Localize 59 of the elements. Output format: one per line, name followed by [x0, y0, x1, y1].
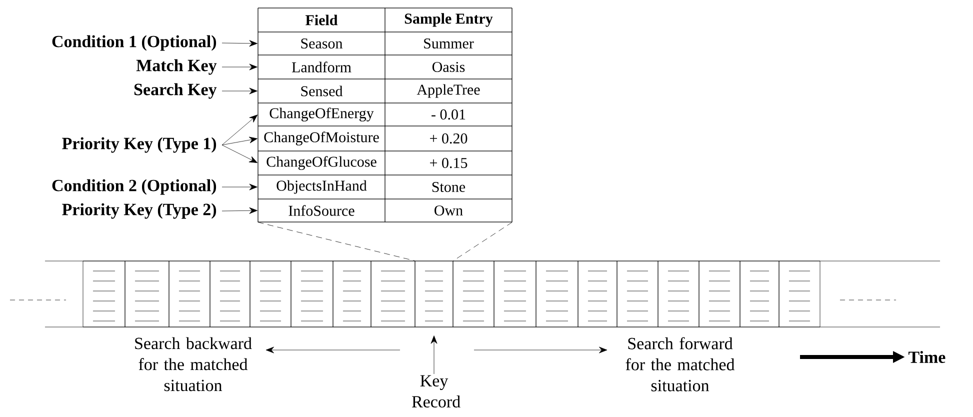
- key-label: Condition 2 (Optional): [52, 179, 216, 195]
- arrow: [222, 184, 258, 190]
- record-box: [536, 260, 578, 328]
- zoom-line: [258, 222, 415, 261]
- record-box: [290, 260, 334, 328]
- header-cell: Field: [258, 8, 386, 32]
- record-box: [168, 260, 210, 328]
- table-cell: Summer: [384, 32, 512, 56]
- table-cell: Landform: [258, 54, 386, 80]
- record-box: [414, 260, 454, 328]
- key-label: Priority Key (Type 2): [62, 203, 216, 219]
- zoom-line: [453, 222, 512, 261]
- key-label: Search Key: [134, 83, 217, 99]
- key-label: Priority Key (Type 1): [62, 137, 216, 153]
- table-cell: Season: [258, 32, 386, 56]
- record-box: [124, 260, 170, 328]
- arrow: [222, 114, 258, 146]
- record-box: [740, 260, 780, 328]
- arrow: [266, 346, 400, 354]
- table-cell: InfoSource: [258, 198, 386, 222]
- record-box: [616, 260, 658, 328]
- record-box: [210, 260, 250, 328]
- key-label: Match Key: [136, 59, 217, 75]
- table-cell: Own: [384, 198, 512, 222]
- table-cell: Oasis: [384, 54, 512, 80]
- table-cell: + 0.20: [384, 126, 512, 152]
- caption-text: Key Record: [412, 375, 460, 408]
- table-cell: ObjectsInHand: [258, 174, 386, 200]
- record-box: [452, 260, 494, 328]
- arrow: [222, 136, 258, 146]
- table-cell: - 0.01: [384, 102, 512, 126]
- record-box: [494, 260, 536, 328]
- record-box: [250, 260, 292, 328]
- axis-label: Time: [908, 351, 946, 363]
- header-cell: Sample Entry: [384, 8, 512, 32]
- table-cell: ChangeOfMoisture: [258, 126, 386, 152]
- arrow: [222, 64, 258, 70]
- caption-text: Search backward for the matched situation: [135, 337, 252, 392]
- record-box: [370, 260, 416, 328]
- table-cell: + 0.15: [384, 150, 512, 176]
- table-cell: Stone: [384, 174, 512, 200]
- caption-text: Search forward for the matched situation: [626, 337, 735, 392]
- arrow: [474, 346, 608, 354]
- record-box: [578, 260, 618, 328]
- record-box: [778, 260, 820, 328]
- arrow: [222, 40, 258, 47]
- table-cell: AppleTree: [384, 78, 512, 104]
- record-box: [332, 260, 372, 328]
- arrow: [222, 88, 258, 94]
- table-cell: Sensed: [258, 78, 386, 104]
- table-cell: ChangeOfEnergy: [258, 102, 386, 126]
- arrow: [222, 144, 258, 163]
- record-box: [82, 260, 126, 328]
- arrow: [430, 336, 438, 374]
- record-box: [698, 260, 740, 328]
- record-box: [658, 260, 700, 328]
- key-label: Condition 1 (Optional): [52, 35, 216, 51]
- table-cell: ChangeOfGlucose: [258, 150, 386, 176]
- arrow: [222, 207, 258, 214]
